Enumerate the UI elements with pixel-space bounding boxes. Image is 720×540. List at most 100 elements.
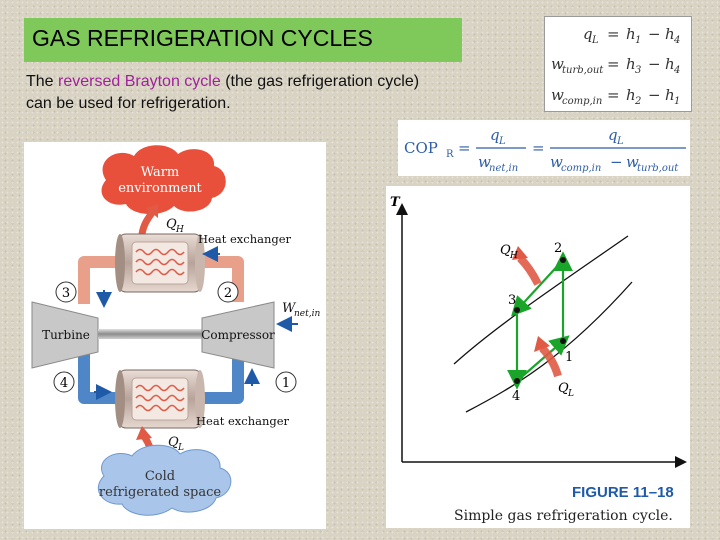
svg-text:Q: Q (500, 243, 511, 258)
qh-heat-arrow: Q H (138, 204, 184, 235)
svg-text:Compressor: Compressor (201, 328, 275, 342)
net-work-input-label: W net,in (276, 301, 320, 332)
svg-text:1: 1 (635, 35, 641, 46)
energy-equations: q L = h 1 − h 4 w turb,out = h 3 − h 4 (544, 16, 692, 112)
svg-text:Q: Q (558, 381, 569, 396)
ts-diagram-svg: T 2 3 4 1 Q (390, 195, 687, 524)
svg-text:environment: environment (118, 181, 202, 196)
svg-text:R: R (446, 149, 454, 160)
warm-environment-cloud: Warm environment (101, 145, 226, 215)
svg-text:L: L (567, 389, 574, 399)
svg-text:L: L (498, 136, 506, 147)
ts-qh-arrow: Q H (500, 243, 542, 286)
svg-text:h: h (665, 55, 675, 73)
svg-text:h: h (626, 55, 636, 73)
t-axis-label: T (390, 195, 401, 210)
shaft (98, 329, 202, 339)
state-1-marker: 1 (275, 371, 297, 393)
svg-text:h: h (626, 86, 636, 104)
compressor: Compressor (201, 301, 275, 369)
svg-text:Cold: Cold (145, 469, 175, 484)
svg-text:h: h (665, 86, 675, 104)
equation-turbine-work: w turb,out = h 3 − h 4 (551, 55, 680, 76)
svg-text:Q: Q (168, 435, 179, 450)
svg-text:3: 3 (508, 293, 516, 308)
svg-text:Turbine: Turbine (42, 328, 90, 342)
svg-text:L: L (177, 443, 184, 453)
svg-text:comp,in: comp,in (562, 96, 602, 107)
svg-text:−: − (648, 86, 661, 104)
intro-highlight: reversed Brayton cycle (58, 73, 221, 90)
ts-point-4: 4 (512, 378, 520, 404)
svg-text:4: 4 (673, 65, 680, 76)
svg-text:2: 2 (224, 286, 232, 301)
slide-title: GAS REFRIGERATION CYCLES (24, 18, 462, 62)
svg-text:1: 1 (674, 96, 680, 107)
svg-text:4: 4 (673, 35, 680, 46)
heat-exchanger-top: Heat exchanger (115, 232, 292, 293)
svg-text:q: q (608, 126, 618, 144)
state-4-marker: 4 (53, 371, 75, 393)
heat-exchanger-bottom: Heat exchanger (115, 369, 290, 429)
isobar-low (465, 281, 633, 413)
svg-text:h: h (665, 25, 675, 43)
svg-text:=: = (458, 139, 471, 157)
svg-text:−: − (610, 153, 623, 171)
turbine: Turbine (31, 301, 99, 369)
heat-exchanger-bottom-label: Heat exchanger (196, 414, 290, 428)
svg-text:h: h (626, 25, 636, 43)
svg-text:4: 4 (60, 376, 68, 391)
svg-text:q: q (490, 126, 500, 144)
svg-text:turb,out: turb,out (637, 163, 679, 174)
ts-point-2: 2 (554, 241, 566, 263)
cycle-schematic-svg: Warm environment Q H He (31, 145, 320, 516)
svg-text:=: = (607, 55, 620, 73)
ts-diagram: T 2 3 4 1 Q (386, 186, 690, 528)
cycle-piping (78, 256, 244, 404)
svg-text:w: w (478, 153, 491, 171)
svg-text:q: q (583, 25, 593, 43)
svg-text:w: w (550, 153, 563, 171)
figure-label: FIGURE 11–18 (572, 484, 674, 501)
svg-text:w: w (551, 55, 564, 73)
equation-compressor-work: w comp,in = h 2 − h 1 (551, 86, 680, 107)
svg-text:H: H (509, 251, 518, 261)
svg-text:net,in: net,in (294, 309, 320, 319)
svg-text:Q: Q (166, 217, 177, 232)
svg-text:4: 4 (512, 389, 520, 404)
state-3-marker: 3 (55, 281, 77, 303)
svg-text:Warm: Warm (141, 165, 180, 180)
svg-text:−: − (648, 55, 661, 73)
cop-equation-svg: COP R = q L w net,in = q L w comp,in − w… (404, 126, 686, 174)
intro-text: The reversed Brayton cycle (the gas refr… (26, 73, 420, 112)
svg-text:COP: COP (404, 139, 438, 157)
svg-text:comp,in: comp,in (561, 163, 601, 174)
svg-text:w: w (626, 153, 639, 171)
svg-text:=: = (607, 86, 620, 104)
svg-text:W: W (282, 301, 297, 316)
cycle-process-lines (507, 251, 573, 390)
cold-space-cloud: Cold refrigerated space (97, 444, 232, 516)
svg-text:net,in: net,in (489, 163, 518, 174)
svg-text:=: = (532, 139, 545, 157)
svg-text:−: − (648, 25, 661, 43)
svg-text:3: 3 (62, 286, 70, 301)
heat-exchanger-top-label: Heat exchanger (198, 232, 292, 246)
svg-text:L: L (616, 136, 624, 147)
svg-text:1: 1 (282, 376, 290, 391)
svg-text:w: w (551, 86, 564, 104)
svg-text:L: L (591, 35, 599, 46)
svg-text:H: H (175, 225, 184, 235)
svg-text:turb,out: turb,out (562, 65, 604, 76)
svg-text:=: = (607, 25, 620, 43)
ts-point-3: 3 (508, 293, 520, 313)
equation-ql: q L = h 1 − h 4 (583, 25, 680, 46)
cycle-schematic: Warm environment Q H He (24, 142, 326, 529)
svg-text:3: 3 (635, 65, 641, 76)
svg-text:2: 2 (554, 241, 562, 256)
svg-text:2: 2 (634, 96, 641, 107)
ts-ql-arrow: Q L (534, 336, 574, 399)
svg-text:refrigerated space: refrigerated space (99, 485, 221, 500)
figure-caption: Simple gas refrigeration cycle. (454, 508, 673, 524)
cop-equation: COP R = q L w net,in = q L w comp,in − w… (398, 120, 690, 176)
